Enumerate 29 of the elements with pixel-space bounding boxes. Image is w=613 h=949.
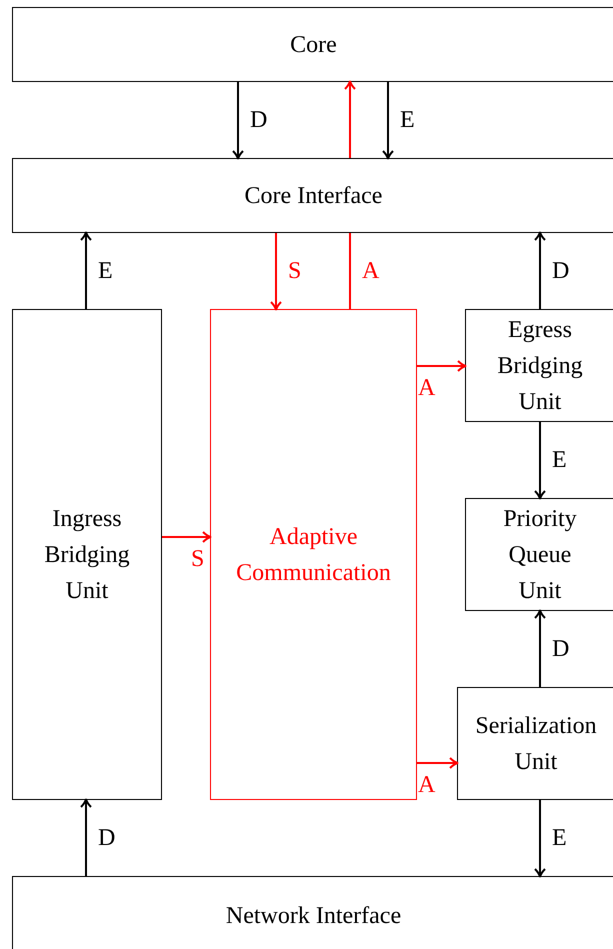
edge-label: E [400,108,415,132]
edge-label: A [362,259,380,283]
edge-label: E [552,448,567,472]
edge-label: E [98,259,113,283]
box-label: Network Interface [224,902,402,931]
box-label: Ingress Bridging Unit [43,504,131,606]
edge-label: E [552,826,567,850]
process-box [210,309,417,800]
box-label: Core Interface [244,182,384,210]
edge-label: D [250,108,268,132]
edge-label: A [418,773,436,797]
box-label: Core [289,30,338,60]
process-box [12,158,613,233]
process-box [12,309,162,800]
box-label: Priority Queue Unit [502,504,578,606]
process-box [457,687,613,800]
edge-label: D [552,637,570,661]
edge-label: D [98,826,116,850]
process-box [465,309,613,422]
process-box [12,7,613,82]
process-box [465,498,613,611]
box-label: Adaptive Communication [235,522,392,588]
edge-label: S [288,259,302,283]
edge-label: A [418,376,436,400]
edge-label: D [552,259,570,283]
process-box [12,876,613,949]
box-label: Egress Bridging Unit [496,316,584,416]
edge-label: S [191,547,204,571]
box-label: Serialization Unit [474,712,598,776]
